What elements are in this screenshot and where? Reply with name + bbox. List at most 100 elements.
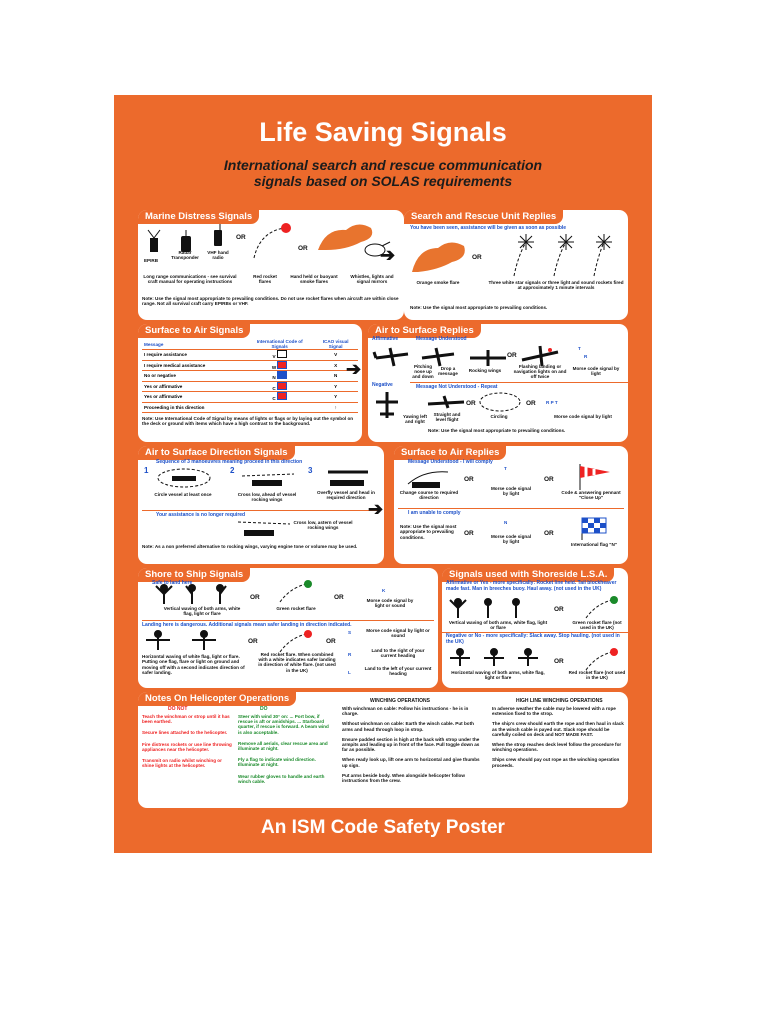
winching-item: When ready look up, lift one arm to hori… (342, 757, 480, 768)
row-code: V (272, 354, 276, 360)
winching-item: Ensure padded section is high at the bac… (342, 736, 480, 753)
winching-item: Put arms beside body. When alongside hel… (342, 772, 465, 784)
highline-list: In adverse weather the cable may be lowe… (492, 706, 624, 768)
change-course-label: Change course to required direction (399, 490, 459, 501)
or-label-4: OR (544, 530, 554, 537)
arrow-right-icon: ➔ (380, 245, 396, 265)
search-rescue-sub: You have been seen, assistance will be g… (410, 225, 567, 231)
red-label: Red rocket flare (not used in the UK) (568, 670, 626, 681)
person-arms-up-icon (449, 598, 520, 618)
morse-label: Morse code signal by light (572, 366, 620, 377)
subtitle-line-1: International search and rescue communic… (223, 157, 543, 173)
negative-label: Negative (372, 382, 393, 388)
aircraft-icon (470, 350, 506, 366)
morse-k-label: Morse code signal by light or sound (366, 598, 414, 609)
or-label: OR (236, 234, 246, 241)
row-message: I require medical assistance (142, 360, 246, 371)
vertical-label: Vertical waving of both arms, white flag… (448, 620, 548, 631)
or-label: OR (464, 476, 474, 483)
poster-footer: An ISM Code Safety Poster (261, 817, 505, 838)
epirb-label: EPIRB (143, 258, 159, 263)
or-label-2: OR (334, 594, 344, 601)
table-row: Proceeding in this direction↑ (142, 402, 358, 413)
flag-n-icon (276, 371, 287, 380)
letter-s: S (348, 630, 352, 635)
do-item: Fly a flag to indicate wind direction. I… (238, 757, 316, 768)
do-not-item: Secure lines attached to the helicopter. (142, 730, 228, 736)
or-label-4: OR (326, 638, 336, 645)
horizontal-label: Horizontal waving of both arms, white fl… (451, 670, 545, 681)
or-label: OR (554, 606, 564, 613)
rocking-label: Rocking wings (468, 368, 502, 373)
hand-held-label: Hand held or buoyant smoke flares (290, 274, 338, 285)
surface-to-air-title: Surface to Air Signals (138, 324, 251, 338)
row-icao: N (313, 370, 358, 382)
shore-to-ship-title: Shore to Ship Signals (138, 568, 251, 582)
flag-n-label: International flag "N" (571, 542, 617, 547)
row-message: I require assistance (142, 349, 246, 361)
understood-sub: Message Understood - I will comply (408, 459, 493, 465)
letter-t: T (504, 466, 507, 471)
do-not-item: Fire distress rockets or use line throwi… (142, 741, 232, 752)
circling-icon (479, 392, 521, 412)
code-pennant-label: Code & answering pennant "Close Up" (561, 490, 621, 501)
star-signals-label: Three white star signals or three light … (488, 280, 624, 291)
or-label: OR (250, 594, 260, 601)
divider (442, 632, 628, 633)
row-code: C (272, 396, 276, 402)
green-flare-icon (585, 596, 618, 619)
flag-n-icon (581, 517, 607, 540)
flag-c-icon (276, 381, 287, 390)
orange-smoke-icon (412, 242, 465, 272)
winching-item: With winchman on cable: Follow his instr… (342, 706, 469, 717)
orange-smoke-label: Orange smoke flare (416, 280, 460, 285)
or-label-3: OR (526, 400, 536, 407)
row-icao: Y (313, 391, 358, 403)
letter-t: T (578, 346, 581, 351)
divider (142, 510, 380, 511)
drop-label: Drop a message (438, 366, 458, 377)
yawing-label: Yawing left and right (403, 414, 427, 425)
land-right-label: Land to the right of your current headin… (371, 648, 425, 659)
morse2-label: Morse code signal by light (554, 414, 612, 419)
air-to-surface-replies-panel: Air to Surface Replies Affirmative Messa… (368, 324, 628, 442)
arrow-right-icon: ➔ (346, 359, 362, 379)
surface-to-air-note: Note: Use International Code of Signal b… (142, 416, 354, 427)
smoke-flare-icon (318, 224, 373, 250)
or-label-2: OR (466, 400, 476, 407)
marine-distress-note: Note: Use the signal most appropriate to… (142, 296, 399, 307)
table-header: Message International Code of Signals IC… (142, 339, 358, 350)
shore-to-ship-panel: Shore to Ship Signals Safe to land here … (138, 568, 438, 688)
red-flare-icon (585, 648, 618, 671)
understood-label: Message Understood (416, 336, 467, 342)
safe-sub: Safe to land here (152, 580, 193, 586)
highline-item: The ship's crew should earth the rope an… (492, 721, 624, 737)
aircraft-icon (521, 345, 559, 367)
circle-label: Circle vessel at least once (154, 492, 212, 497)
divider (410, 382, 628, 383)
row-code: C (272, 385, 276, 391)
flag-c-icon (276, 392, 287, 401)
cross-label: Cross low, ahead of vessel rocking wings (237, 492, 297, 503)
overfly-label: Overfly vessel and head in required dire… (317, 490, 375, 501)
morse-t-label: Morse code signal by light (490, 486, 532, 497)
vessel-overfly-icon (328, 470, 368, 486)
no-longer-label: Your assistance is no longer required (156, 512, 246, 518)
pitching-label: Pitching nose up and down (412, 364, 434, 380)
straight-label: Straight and level flight (433, 412, 461, 423)
or-label-3: OR (248, 638, 258, 645)
search-rescue-panel: Search and Rescue Unit Replies You have … (404, 210, 628, 320)
subtitle-line-2: signals based on SOLAS requirements (253, 173, 513, 189)
pennant-icon (579, 464, 610, 490)
row-icao: X (313, 360, 358, 371)
direction-title: Air to Surface Direction Signals (138, 446, 295, 460)
poster: Life Saving Signals International search… (114, 95, 652, 853)
divider (142, 620, 434, 621)
person-arms-out-icon (450, 648, 538, 666)
helicopter-panel: Notes On Helicopter Operations DO NOT DO… (138, 692, 628, 808)
poster-subtitle: International search and rescue communic… (114, 157, 652, 189)
or-label-2: OR (544, 476, 554, 483)
header-code: International Code of Signals (246, 339, 314, 350)
letter-n: N (504, 520, 508, 525)
row-code: N (272, 375, 276, 381)
